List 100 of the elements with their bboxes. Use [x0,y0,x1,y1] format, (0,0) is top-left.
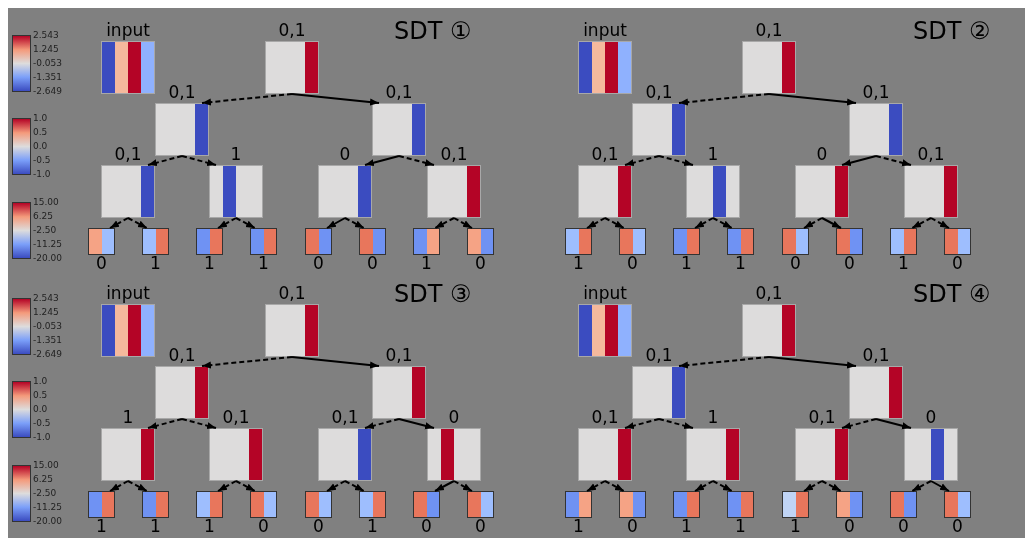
node-label: 0,1 [222,407,250,427]
class-label: 0 [898,516,909,536]
dashed-arrow [109,217,129,229]
tree-title: SDT ③ [394,280,472,308]
arrow [930,480,950,492]
tick-label: 2.543 [33,293,59,303]
dashed-arrow [586,480,606,492]
dashed-arrow [875,155,912,167]
node-label: 1 [707,407,719,427]
tick-label: -2.649 [33,86,62,96]
dashed-arrow [678,356,770,369]
dashed-arrow [821,480,842,492]
tick-label: -2.50 [33,488,57,498]
tick-label: 0.5 [33,390,48,400]
tick-label: -2.649 [33,349,62,359]
dashed-arrow [127,480,148,492]
tick-label: -0.053 [33,58,62,68]
class-label: 1 [681,253,692,273]
arrow [875,418,912,430]
node-label: 0,1 [862,345,890,365]
tick-label: 6.25 [33,474,54,484]
input-label: input [583,20,627,40]
class-label: 1 [790,516,801,536]
node-label: 0 [448,407,460,427]
dashed-arrow [678,93,770,106]
tick-label: -0.5 [33,155,51,165]
node-label: 0,1 [862,82,890,102]
class-label: 0 [790,253,801,273]
dashed-arrow [712,480,733,492]
dashed-arrow [344,480,365,492]
node-label: 0,1 [591,407,619,427]
class-label: 1 [681,516,692,536]
arrow [821,217,842,229]
dashed-arrow [217,480,237,492]
tick-label: -20.00 [33,516,62,526]
node-label: 0,1 [168,82,196,102]
arrow [768,356,857,369]
class-label: 1 [150,516,161,536]
node-label: 0,1 [278,20,306,40]
arrow [434,480,455,492]
class-label: 1 [898,253,909,273]
dashed-arrow [201,93,293,106]
arrow [291,93,380,106]
arrow [326,217,346,229]
dashed-arrow [364,418,400,430]
node-label: 0,1 [278,283,306,303]
node-label: 0 [339,144,351,164]
dashed-arrow [181,155,217,167]
class-label: 0 [313,253,324,273]
tree-title: SDT ① [394,17,472,45]
class-label: 1 [735,253,746,273]
tick-label: -20.00 [33,253,62,263]
node-label: 1 [707,144,719,164]
node-label: 0,1 [645,345,673,365]
node-label: 0 [925,407,937,427]
node-label: 0,1 [755,20,783,40]
class-label: 0 [475,516,486,536]
tick-label: 6.25 [33,211,54,221]
tick-label: -0.5 [33,418,51,428]
tick-label: -11.25 [33,502,62,512]
node-label: 0,1 [808,407,836,427]
tick-label: -11.25 [33,239,62,249]
tree-title: SDT ② [913,17,991,45]
dashed-arrow [930,217,950,229]
class-label: 1 [150,253,161,273]
dashed-arrow [398,155,435,167]
node-label: 1 [122,407,134,427]
node-label: 0,1 [645,82,673,102]
class-label: 1 [96,516,107,536]
class-label: 0 [844,516,855,536]
arrow [768,93,857,106]
dashed-arrow [453,217,473,229]
class-label: 1 [573,516,584,536]
node-label: 0,1 [385,82,413,102]
arrow [398,418,435,430]
class-label: 0 [952,516,963,536]
dashed-arrow [109,480,129,492]
class-label: 1 [258,253,269,273]
class-label: 0 [367,253,378,273]
input-label: input [106,283,150,303]
dashed-arrow [147,418,183,430]
dashed-arrow [344,217,365,229]
tree-title: SDT ④ [913,280,991,308]
node-label: 0 [816,144,828,164]
dashed-arrow [217,217,237,229]
node-label: 0,1 [440,144,468,164]
class-label: 0 [952,253,963,273]
tick-label: -1.0 [33,432,51,442]
tick-label: -0.053 [33,321,62,331]
tick-label: 1.0 [33,376,48,386]
dashed-arrow [624,418,660,430]
dashed-arrow [658,155,694,167]
dashed-arrow [235,480,256,492]
node-label: 0,1 [385,345,413,365]
tick-label: -1.0 [33,169,51,179]
class-label: 1 [573,253,584,273]
dashed-arrow [911,217,932,229]
tick-label: 2.543 [33,30,59,40]
node-label: 0,1 [917,144,945,164]
class-label: 1 [204,516,215,536]
